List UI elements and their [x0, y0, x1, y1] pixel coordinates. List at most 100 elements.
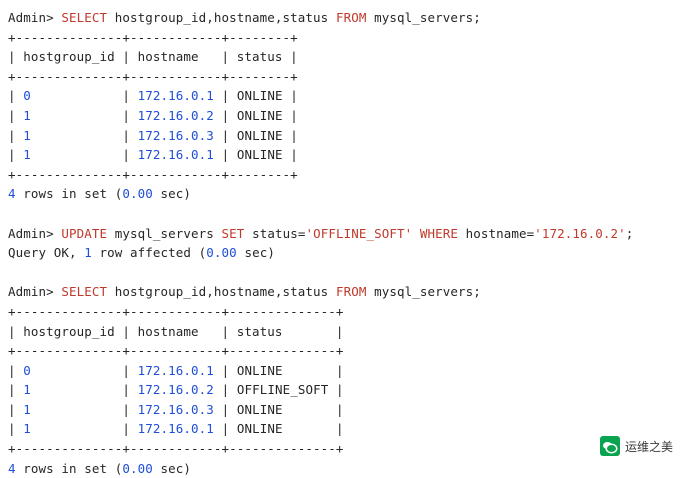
terminal-output-line: | 1 | 172.16.0.2 | ONLINE |: [8, 106, 685, 126]
terminal-output-line: | hostgroup_id | hostname | status |: [8, 322, 685, 342]
token-plain: status=: [244, 225, 306, 241]
token-plain: rows in set (: [15, 460, 123, 476]
token-plain: |: [30, 362, 138, 378]
token-num: 0.00: [122, 460, 153, 476]
token-str: 'OFFLINE_SOFT': [305, 225, 413, 241]
token-plain: +--------------+------------+-----------…: [8, 303, 344, 319]
token-kw: SET: [221, 225, 245, 241]
token-plain: [412, 226, 420, 241]
terminal-output-line: | 1 | 172.16.0.3 | ONLINE |: [8, 400, 685, 420]
token-ip: 172.16.0.1: [137, 421, 214, 437]
token-num: 0: [23, 88, 31, 104]
token-kw: SELECT: [61, 284, 108, 300]
token-plain: |: [8, 107, 24, 123]
terminal-output-line: | 0 | 172.16.0.1 | ONLINE |: [8, 86, 685, 106]
token-ip: 172.16.0.1: [137, 362, 214, 378]
terminal-output-line: +--------------+------------+-----------…: [8, 439, 685, 459]
token-kw: FROM: [335, 284, 367, 300]
token-num: 1: [23, 107, 31, 123]
terminal-output-line: +--------------+------------+--------+: [8, 165, 685, 185]
token-kw: SELECT: [61, 10, 108, 25]
token-plain: |: [8, 147, 24, 163]
token-prompt: Admin>: [8, 225, 62, 241]
terminal-command-line: Admin> SELECT hostgroup_id,hostname,stat…: [8, 8, 685, 28]
terminal-blank-line: [8, 204, 685, 224]
token-prompt: Admin>: [8, 284, 62, 300]
token-plain: mysql_servers;: [366, 284, 481, 300]
token-kw: FROM: [335, 10, 367, 25]
token-num: 0.00: [206, 245, 237, 261]
token-plain: | ONLINE |: [213, 401, 344, 417]
token-plain: +--------------+------------+--------+: [8, 68, 298, 84]
token-prompt: Admin>: [8, 10, 62, 25]
token-ip: 172.16.0.1: [137, 88, 214, 104]
token-plain: | ONLINE |: [213, 107, 298, 123]
terminal-output-line: | 1 | 172.16.0.2 | OFFLINE_SOFT |: [8, 380, 685, 400]
token-plain: +--------------+------------+--------+: [8, 29, 298, 45]
token-plain: |: [30, 107, 138, 123]
token-num: 1: [23, 147, 31, 163]
terminal-output-line: | 0 | 172.16.0.1 | ONLINE |: [8, 361, 685, 381]
token-plain: | hostgroup_id | hostname | status |: [8, 323, 344, 339]
token-plain: mysql_servers: [107, 225, 222, 241]
token-plain: Query OK,: [8, 245, 85, 261]
token-plain: |: [8, 88, 24, 104]
terminal-output-line: 4 rows in set (0.00 sec): [8, 184, 685, 204]
terminal-output-line: +--------------+------------+--------+: [8, 67, 685, 87]
token-plain: +--------------+------------+--------+: [8, 166, 298, 182]
watermark-label: 运维之美: [624, 439, 673, 454]
wechat-logo-icon: [599, 436, 620, 456]
token-plain: |: [8, 382, 24, 398]
token-plain: +--------------+------------+-----------…: [8, 343, 344, 359]
token-plain: sec): [152, 186, 192, 202]
terminal-output-line: Query OK, 1 row affected (0.00 sec): [8, 243, 685, 263]
token-str: '172.16.0.2': [534, 225, 626, 241]
terminal-output-line: 4 rows in set (0.00 sec): [8, 459, 685, 478]
token-plain: hostname=: [458, 225, 535, 241]
terminal-output-line: | hostgroup_id | hostname | status |: [8, 47, 685, 67]
token-num: 4: [8, 460, 16, 476]
token-plain: |: [30, 88, 138, 104]
token-plain: | ONLINE |: [213, 147, 298, 163]
token-ip: 172.16.0.2: [137, 382, 214, 398]
token-plain: +--------------+------------+-----------…: [8, 441, 344, 457]
token-plain: | ONLINE |: [213, 88, 298, 104]
token-num: 0: [23, 362, 31, 378]
token-ip: 172.16.0.3: [137, 127, 214, 143]
token-plain: |: [8, 127, 24, 143]
token-plain: hostgroup_id,hostname,status: [107, 10, 336, 25]
watermark: 运维之美: [595, 433, 677, 459]
token-plain: |: [30, 421, 138, 437]
token-num: 1: [23, 401, 31, 417]
terminal-output-line: +--------------+------------+-----------…: [8, 302, 685, 322]
token-ip: 172.16.0.3: [137, 401, 214, 417]
terminal-command-line: Admin> UPDATE mysql_servers SET status='…: [8, 224, 685, 244]
token-num: 1: [84, 245, 92, 261]
token-plain: ;: [625, 225, 634, 241]
token-num: 1: [23, 382, 31, 398]
token-plain: sec): [152, 460, 192, 476]
token-plain: |: [30, 382, 138, 398]
token-kw: UPDATE: [61, 225, 108, 241]
token-num: 0.00: [122, 186, 153, 202]
terminal-command-line: Admin> SELECT hostgroup_id,hostname,stat…: [8, 282, 685, 302]
token-plain: sec): [236, 245, 275, 261]
token-plain: | OFFLINE_SOFT |: [213, 382, 344, 398]
token-plain: | ONLINE |: [213, 127, 298, 143]
token-num: 1: [23, 127, 31, 143]
token-kw: WHERE: [419, 225, 458, 241]
token-ip: 172.16.0.2: [137, 107, 214, 123]
token-plain: | ONLINE |: [213, 421, 344, 437]
token-plain: | hostgroup_id | hostname | status |: [8, 49, 298, 65]
token-plain: | ONLINE |: [213, 362, 344, 378]
token-num: 4: [8, 186, 16, 202]
terminal-output-line: +--------------+------------+-----------…: [8, 341, 685, 361]
terminal-lines: Admin> SELECT hostgroup_id,hostname,stat…: [8, 8, 685, 478]
token-plain: |: [30, 127, 138, 143]
token-plain: hostgroup_id,hostname,status: [107, 284, 336, 300]
token-plain: |: [8, 401, 24, 417]
terminal-output-line: +--------------+------------+--------+: [8, 28, 685, 48]
token-plain: row affected (: [91, 245, 207, 261]
token-plain: |: [30, 147, 138, 163]
token-plain: rows in set (: [15, 186, 123, 202]
